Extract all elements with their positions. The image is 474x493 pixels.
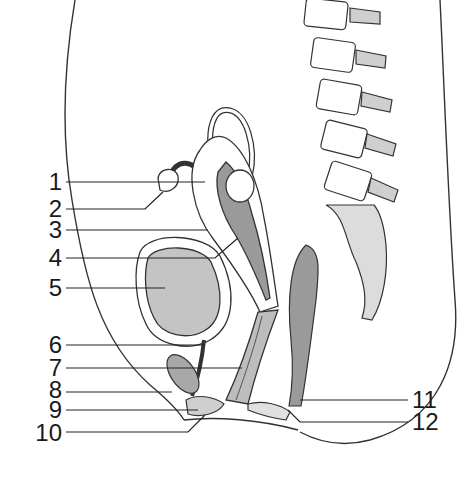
callout-number: 1 — [49, 170, 62, 194]
front-outline — [65, 0, 184, 420]
vagina-group — [226, 310, 278, 404]
callout-number: 6 — [49, 333, 62, 357]
labium — [186, 397, 224, 416]
vertebra — [323, 160, 372, 202]
sacrum — [326, 205, 386, 320]
leader-lines — [66, 182, 408, 432]
callout-number: 7 — [49, 356, 62, 380]
perineal-body — [248, 402, 290, 420]
callout-number: 11 — [412, 388, 437, 412]
leader-line — [66, 192, 163, 209]
leader-line — [66, 181, 205, 182]
back-outline — [300, 0, 456, 443]
vertebra — [320, 119, 368, 158]
vertebra — [304, 0, 349, 30]
leader-line — [66, 415, 205, 432]
spinous-process — [350, 8, 380, 24]
fimbriae — [158, 169, 178, 191]
callout-number: 12 — [412, 410, 439, 434]
perineum-outline — [184, 418, 298, 430]
leader-line — [66, 229, 208, 230]
external-structures — [161, 349, 290, 420]
spinous-process — [365, 134, 396, 156]
rectum — [289, 245, 318, 406]
callout-number: 4 — [49, 246, 62, 270]
spinous-process — [356, 50, 386, 68]
bladder-wall — [136, 237, 231, 346]
leader-line — [66, 287, 165, 288]
vertebra — [316, 79, 363, 116]
leader-line — [66, 391, 172, 392]
vagina — [226, 310, 278, 404]
spinous-process — [368, 178, 398, 202]
callout-number: 10 — [35, 421, 62, 445]
leader-line — [66, 367, 242, 368]
leader-line — [300, 399, 408, 400]
callout-number: 3 — [49, 218, 62, 242]
callout-number: 9 — [49, 398, 62, 422]
leader-line — [66, 238, 238, 258]
leader-line — [66, 344, 205, 345]
spinous-process — [361, 92, 392, 112]
bladder — [146, 248, 221, 336]
body-outline — [65, 0, 456, 443]
vaginal-canal — [236, 316, 262, 400]
leader-line — [288, 410, 408, 422]
ovary — [226, 170, 254, 202]
leader-line — [66, 409, 198, 410]
vertebra — [310, 37, 356, 73]
callout-number: 5 — [49, 276, 62, 300]
